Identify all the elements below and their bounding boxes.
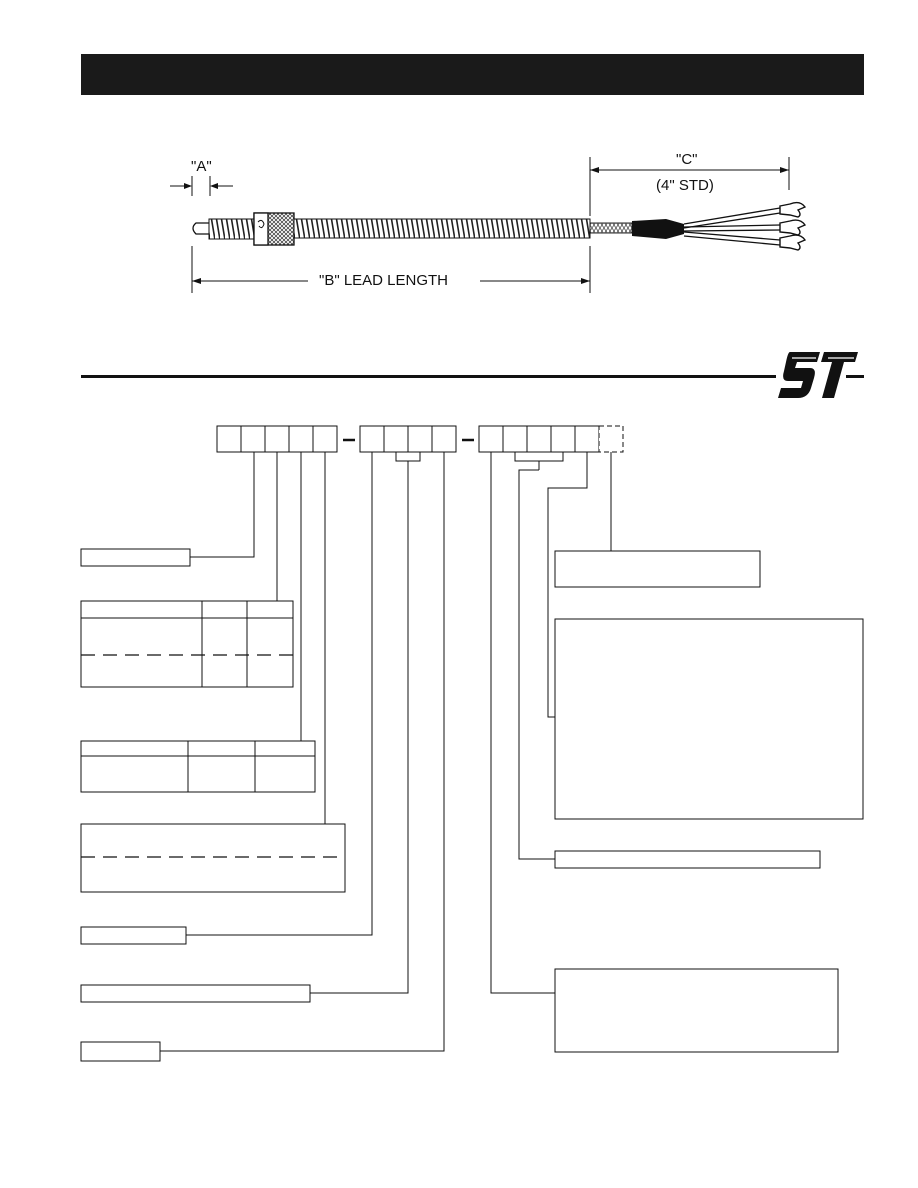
- table-gridlines: [81, 601, 315, 792]
- dim-c-label: "C": [676, 151, 698, 168]
- dim-c-note: (4" STD): [656, 177, 714, 194]
- brackets: [395, 452, 564, 470]
- part-number-boxes: [216, 425, 600, 453]
- info-boxes-right: [554, 550, 864, 1053]
- dim-b-label: "B" LEAD LENGTH: [319, 272, 449, 289]
- spade-terminals: [779, 201, 807, 251]
- probe-tip: [192, 222, 211, 235]
- section-rule-tail: [846, 375, 864, 378]
- dashed-dividers: [81, 654, 345, 858]
- st-logo-icon: [778, 352, 858, 398]
- dim-c-lines: [589, 157, 790, 216]
- optional-box: [598, 425, 624, 453]
- lead-wires: [683, 207, 781, 246]
- transition-sleeve: [632, 219, 684, 239]
- section-rule: [81, 375, 776, 378]
- info-boxes-left: [80, 548, 346, 1062]
- header-bar: [81, 54, 864, 95]
- dim-a-label: "A": [191, 158, 212, 175]
- dim-b-lines: [191, 246, 591, 293]
